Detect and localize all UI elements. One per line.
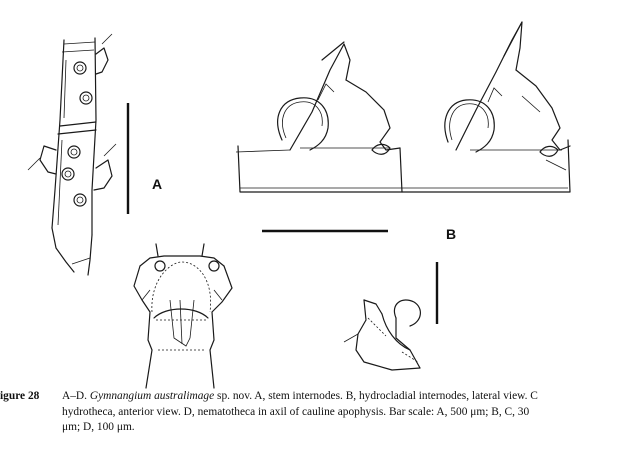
caption-line-3: μm; D, 100 μm.: [62, 421, 135, 433]
caption-prefix: A–D.: [62, 390, 90, 402]
panel-d-drawing: [343, 299, 421, 371]
panel-a-drawing: [27, 33, 117, 276]
species-name: Gymnangium australimage: [89, 390, 215, 402]
panel-c-drawing: [133, 243, 233, 389]
panel-label-b: B: [446, 226, 457, 242]
panel-label-a: A: [152, 176, 163, 192]
caption-line-2: hydrotheca, anterior view. D, nematothec…: [62, 405, 530, 418]
caption-line-1: A–D. Gymnangium australimage sp. nov. A,…: [62, 389, 538, 405]
caption-line-1-rest: sp. nov. A, stem internodes. B, hydrocla…: [214, 390, 538, 402]
figure-number: igure 28: [0, 390, 40, 402]
panel-b-drawing: [235, 21, 571, 193]
